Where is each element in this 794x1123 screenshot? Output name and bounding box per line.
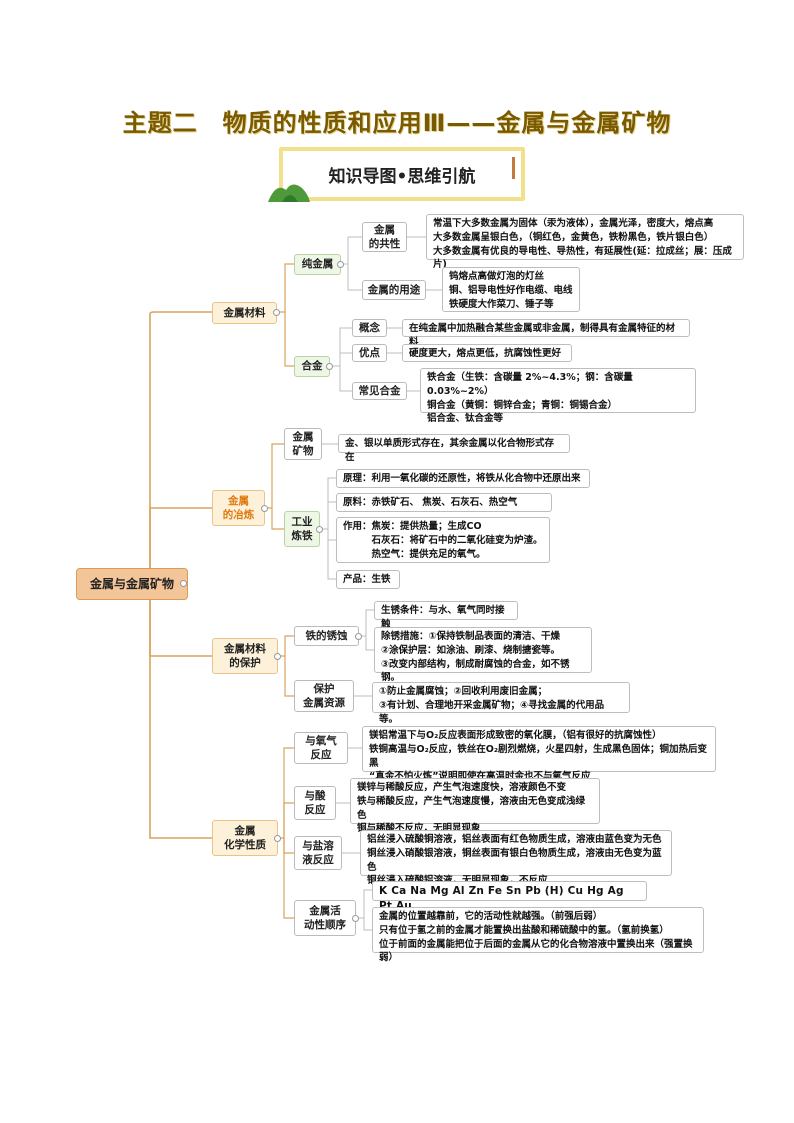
leaf-oxygen-text: 镁铝常温下与O₂反应表面形成致密的氧化膜，（铝有很好的抗腐蚀性） 铁铜高温与O₂… bbox=[362, 726, 716, 782]
leaf-commonality-text: 常温下大多数金属为固体（汞为液体），金属光泽，密度大，熔点高 大多数金属呈银白色… bbox=[426, 214, 744, 270]
node-react-oxygen[interactable]: 与氧气 反应 bbox=[294, 732, 348, 764]
collapse-toggle-icon[interactable] bbox=[316, 526, 323, 533]
collapse-toggle-icon[interactable] bbox=[180, 580, 187, 587]
leaf-merit-text: 硬度更大，熔点更低，抗腐蚀性更好 bbox=[402, 344, 572, 362]
node-alloy-merit[interactable]: 优点 bbox=[352, 344, 387, 362]
branch-metal-smelting[interactable]: 金属 的冶炼 bbox=[212, 490, 265, 526]
collapse-toggle-icon[interactable] bbox=[274, 653, 281, 660]
node-industrial-ironmaking[interactable]: 工业 炼铁 bbox=[284, 511, 320, 547]
node-pure-metal[interactable]: 纯金属 bbox=[294, 254, 341, 275]
collapse-toggle-icon[interactable] bbox=[352, 915, 359, 922]
node-alloy[interactable]: 合金 bbox=[294, 356, 330, 377]
node-metal-ore[interactable]: 金属 矿物 bbox=[284, 428, 322, 460]
node-activity-series[interactable]: 金属活 动性顺序 bbox=[294, 900, 356, 936]
leaf-salt-text: 铝丝浸入硫酸铜溶液，铝丝表面有红色物质生成，溶液由蓝色变为无色 铜丝浸入硝酸银溶… bbox=[360, 830, 672, 886]
leaf-protect-text: ①防止金属腐蚀；②回收利用废旧金属； ③有计划、合理地开采金属矿物；④寻找金属的… bbox=[372, 682, 630, 725]
branch-chemical-properties[interactable]: 金属 化学性质 bbox=[212, 820, 278, 856]
branch-metal-materials[interactable]: 金属材料 bbox=[212, 302, 277, 324]
branch-metal-protection[interactable]: 金属材料 的保护 bbox=[212, 638, 278, 674]
collapse-toggle-icon[interactable] bbox=[337, 261, 344, 268]
collapse-toggle-icon[interactable] bbox=[326, 363, 333, 370]
node-metal-use[interactable]: 金属的用途 bbox=[362, 280, 426, 300]
leaf-activity-text: 金属的位置越靠前，它的活动性就越强。（前强后弱） 只有位于氢之前的金属才能置换出… bbox=[372, 907, 704, 963]
node-protect-resources[interactable]: 保护 金属资源 bbox=[294, 680, 354, 712]
page-title: 主题二 物质的性质和应用Ⅲ——金属与金属矿物 bbox=[122, 109, 672, 137]
leaf-product: 产品：生铁 bbox=[336, 570, 400, 589]
collapse-toggle-icon[interactable] bbox=[355, 633, 362, 640]
node-react-salt[interactable]: 与盐溶 液反应 bbox=[294, 836, 342, 870]
collapse-toggle-icon[interactable] bbox=[261, 505, 268, 512]
leaf-acid-text: 镁锌与稀酸反应，产生气泡速度快，溶液颜色不变 铁与稀酸反应，产生气泡速度慢，溶液… bbox=[350, 778, 600, 834]
leaf-rust-condition: 生锈条件：与水、氧气同时接触 bbox=[374, 601, 518, 630]
collapse-toggle-icon[interactable] bbox=[274, 835, 281, 842]
root-node[interactable]: 金属与金属矿物 bbox=[76, 568, 188, 600]
mountain-icon bbox=[268, 184, 310, 202]
node-common-alloy[interactable]: 常见合金 bbox=[352, 382, 407, 400]
node-iron-rusting[interactable]: 铁的锈蚀 bbox=[294, 626, 359, 646]
leaf-roles: 作用：焦炭：提供热量；生成CO 石灰石：将矿石中的二氧化硅变为炉渣。 热空气：提… bbox=[336, 517, 550, 563]
leaf-use-text: 钨熔点高做灯泡的灯丝 铜、铝导电性好作电缆、电线 铁硬度大作菜刀、锤子等 bbox=[442, 267, 580, 312]
leaf-ore-text: 金、银以单质形式存在，其余金属以化合物形式存在 bbox=[338, 434, 570, 463]
node-react-acid[interactable]: 与酸 反应 bbox=[294, 786, 336, 820]
collapse-toggle-icon[interactable] bbox=[273, 309, 280, 316]
banner-bar bbox=[512, 157, 515, 179]
leaf-rust-measures: 除锈措施：①保持铁制品表面的清洁、干燥 ②涂保护层：如涂油、刷漆、烧制搪瓷等。 … bbox=[374, 627, 592, 683]
leaf-concept-text: 在纯金属中加热融合某些金属或非金属，制得具有金属特征的材料 bbox=[402, 319, 690, 348]
node-alloy-concept[interactable]: 概念 bbox=[352, 319, 387, 337]
banner: 知识导图•思维引航 bbox=[279, 147, 525, 201]
leaf-common-alloy-text: 铁合金（生铁：含碳量 2%~4.3%；钢：含碳量0.03%~2%） 铜合金（黄铜… bbox=[420, 368, 696, 424]
node-metal-commonality[interactable]: 金属 的共性 bbox=[362, 222, 407, 252]
leaf-activity-series: K Ca Na Mg Al Zn Fe Sn Pb (H) Cu Hg Ag P… bbox=[372, 881, 647, 912]
leaf-raw-materials: 原料：赤铁矿石、 焦炭、石灰石、热空气 bbox=[336, 493, 552, 512]
leaf-principle: 原理：利用一氧化碳的还原性，将铁从化合物中还原出来 bbox=[336, 469, 590, 488]
banner-text: 知识导图•思维引航 bbox=[328, 167, 476, 187]
